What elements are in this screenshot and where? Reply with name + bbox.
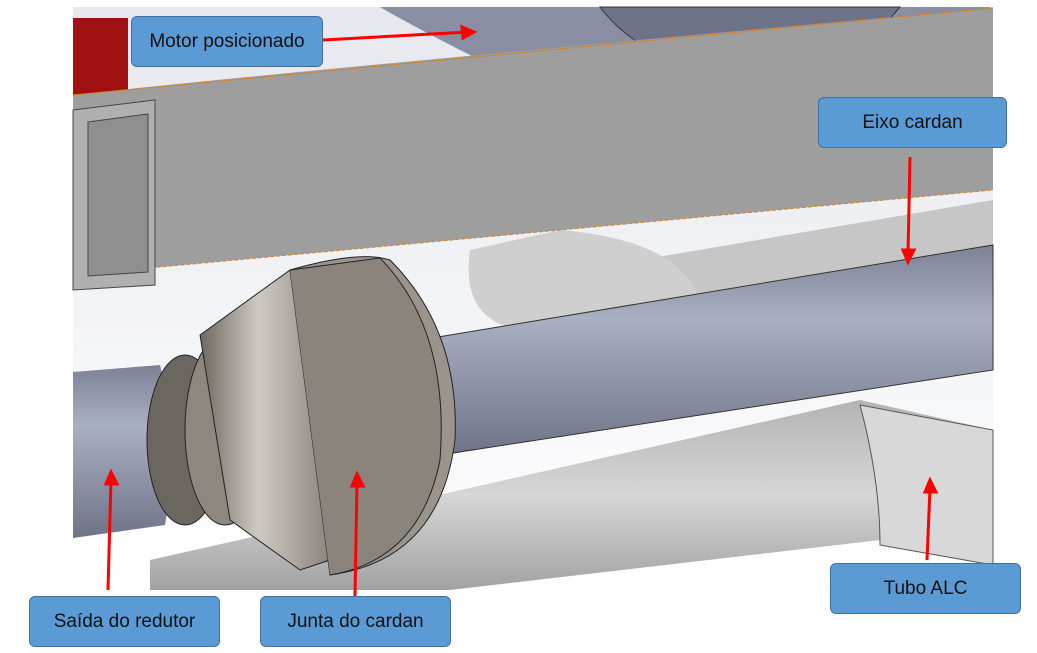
saida-shaft: [73, 365, 172, 538]
frame-beam: [72, 7, 994, 291]
label-tubo-alc: Tubo ALC: [830, 563, 1021, 614]
label-eixo-cardan: Eixo cardan: [818, 97, 1007, 148]
label-junta-do-cardan: Junta do cardan: [260, 596, 451, 647]
junta-cardan: [146, 256, 456, 576]
label-motor-posicionado: Motor posicionado: [131, 16, 323, 67]
red-part: [73, 18, 128, 98]
label-saida-do-redutor: Saída do redutor: [29, 596, 220, 647]
callout-arrows: [103, 24, 939, 597]
